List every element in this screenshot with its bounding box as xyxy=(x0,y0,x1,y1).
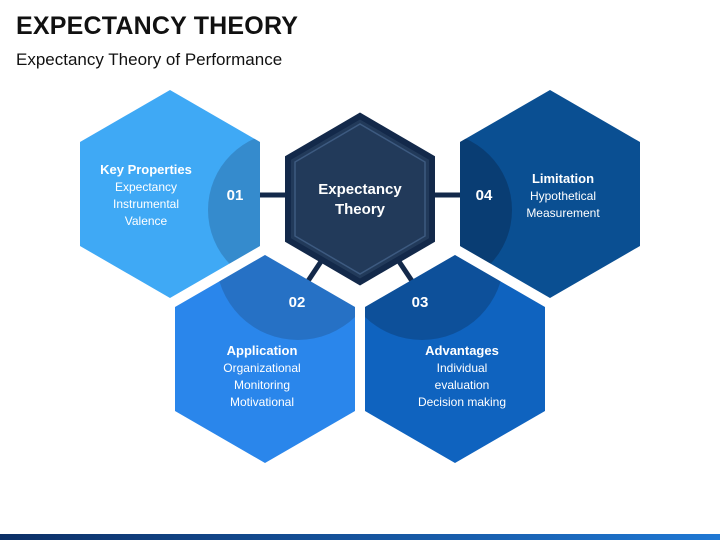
card-04-heading: Limitation xyxy=(532,171,594,186)
center-hexagon-inner xyxy=(294,123,426,275)
card-02-item: Motivational xyxy=(230,395,294,409)
hexagon-04-overlap xyxy=(460,132,512,288)
card-04-item: Hypothetical xyxy=(530,189,596,203)
center-label-line2: Theory xyxy=(335,201,386,218)
center-hexagon-shape xyxy=(285,112,435,286)
card-03-item: Decision making xyxy=(418,395,506,409)
hexagon-04-shape xyxy=(460,90,640,298)
hexagon-center: Expectancy Theory xyxy=(285,112,435,286)
hexagon-01-shape xyxy=(80,90,260,298)
card-02-heading: Application xyxy=(227,343,298,358)
card-01-item: Expectancy xyxy=(115,180,177,194)
number-03: 03 xyxy=(412,294,429,311)
hexagon-limitation xyxy=(460,90,640,298)
connector-lines xyxy=(258,192,462,286)
card-02-item: Organizational xyxy=(223,361,300,375)
number-04: 04 xyxy=(476,187,493,204)
bottom-accent-bar xyxy=(0,534,720,540)
card-01-heading: Key Properties xyxy=(100,162,192,177)
card-03-heading: Advantages xyxy=(425,343,499,358)
hexagon-key-properties xyxy=(80,90,260,298)
hexagon-02-shape xyxy=(175,255,355,463)
hexagon-03-shape xyxy=(365,255,545,463)
card-03-item: evaluation xyxy=(435,378,490,392)
center-label-line1: Expectancy xyxy=(318,181,402,198)
hexagon-01-overlap xyxy=(208,132,260,288)
card-03-item: Individual xyxy=(437,361,488,375)
connector-02 xyxy=(303,258,325,286)
card-01-item: Instrumental xyxy=(113,197,179,211)
page-title: EXPECTANCY THEORY xyxy=(16,12,299,40)
card-04-item: Measurement xyxy=(526,206,600,220)
number-01: 01 xyxy=(227,187,244,204)
connector-03 xyxy=(395,258,417,286)
number-02: 02 xyxy=(289,294,306,311)
page-subtitle: Expectancy Theory of Performance xyxy=(16,50,283,69)
card-01-item: Valence xyxy=(125,214,168,228)
card-02-item: Monitoring xyxy=(234,378,290,392)
